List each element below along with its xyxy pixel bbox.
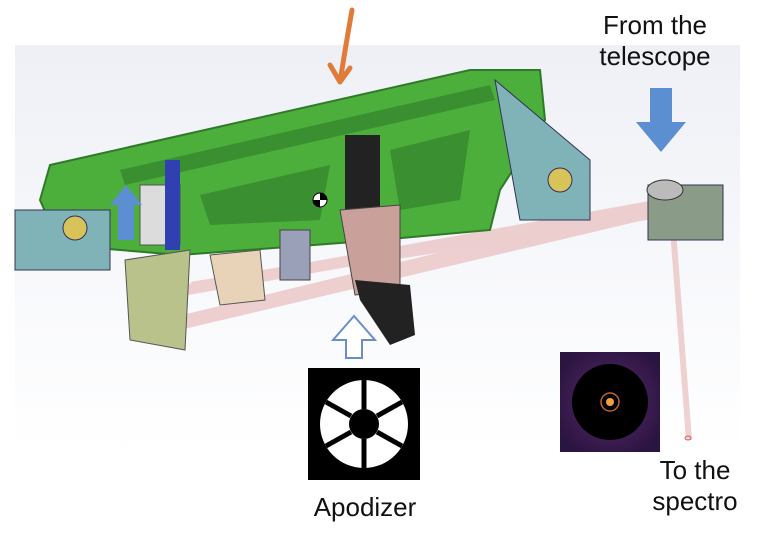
to-spectro-line1: To the — [659, 455, 731, 485]
coronagraphic-image — [560, 352, 660, 452]
telescope-arrow-icon — [636, 88, 686, 152]
right-mounts — [494, 78, 724, 241]
blue-up-arrow-icon — [110, 185, 142, 240]
to-spectro-label: To the spectro — [625, 455, 765, 517]
apodizer-image — [308, 368, 420, 480]
output-focus-icon — [684, 435, 692, 441]
from-telescope-label: From the telescope — [570, 10, 740, 72]
apodizer-arrow-icon — [330, 314, 378, 359]
middle-mounts — [209, 229, 311, 306]
to-spectro-line2: spectro — [652, 486, 738, 516]
left-mounts — [14, 160, 191, 351]
apodizer-label: Apodizer — [313, 492, 417, 522]
apodizer-mount — [339, 135, 415, 345]
orange-arrow-icon — [327, 7, 355, 85]
from-telescope-line2: telescope — [599, 41, 711, 71]
from-telescope-line1: From the — [602, 10, 708, 40]
